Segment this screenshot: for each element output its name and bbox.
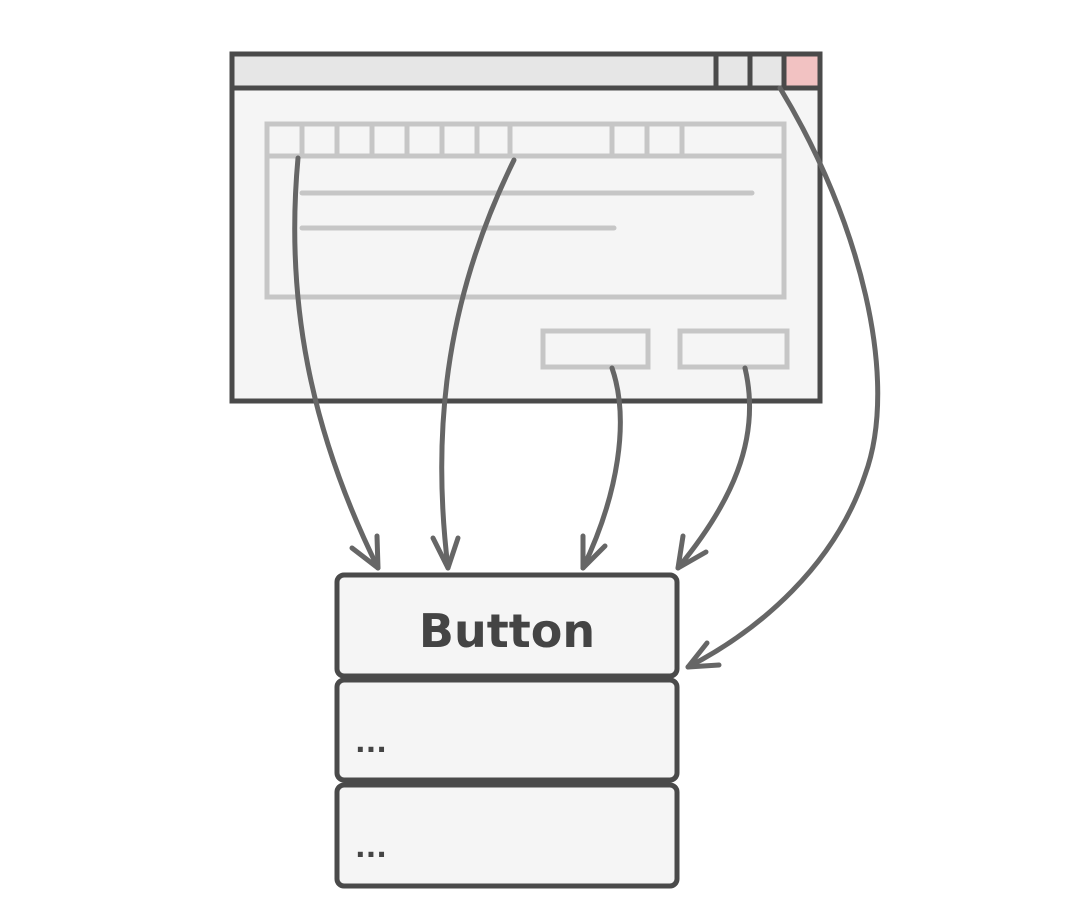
class-section-box (334, 782, 680, 889)
class-field-placeholder: ... (355, 726, 387, 759)
arrows (292, 85, 881, 670)
app-window-mockup (229, 51, 823, 404)
arrow-toolbar-button-middle (439, 157, 517, 571)
dialog-button-mockup (677, 328, 790, 370)
content-area-mockup (264, 153, 787, 300)
arrowhead (685, 640, 722, 670)
button-class-box: Button ... ... (334, 572, 680, 889)
class-field-placeholder: ... (355, 831, 387, 864)
arrow-dialog-button-right (675, 365, 753, 571)
content-area-outline (264, 153, 787, 300)
arrow-toolbar-button-left (292, 155, 381, 571)
arrowhead (675, 533, 709, 571)
dialog-button-mockup (540, 328, 651, 370)
maximize-window-button (747, 51, 787, 91)
arrow-dialog-button-left (580, 365, 623, 571)
arrowhead (580, 533, 608, 571)
close-window-button (781, 51, 823, 91)
class-section-box (334, 677, 680, 783)
arrowhead (349, 533, 381, 571)
arrowhead (430, 535, 461, 571)
class-title: Button (419, 604, 595, 658)
arrow-window-control-button (685, 85, 881, 670)
minimize-window-button (713, 51, 753, 91)
class-header-box (334, 572, 680, 679)
